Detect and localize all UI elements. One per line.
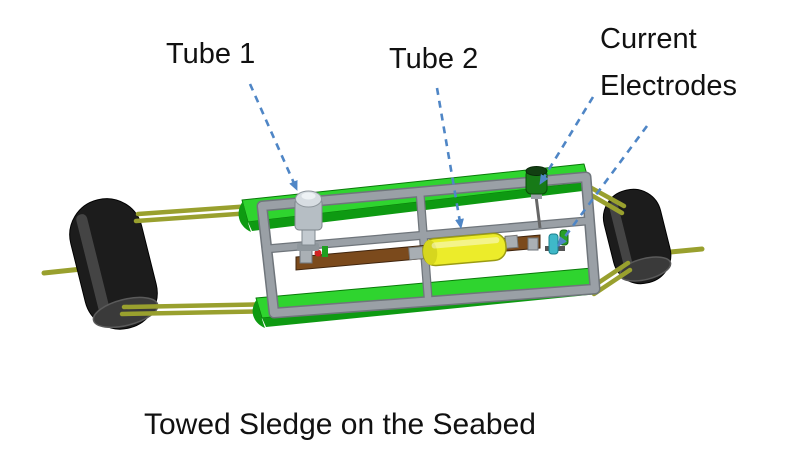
- left-axle: [41, 266, 85, 276]
- label-tube1: Tube 1: [166, 38, 256, 70]
- frame-outline: [258, 173, 599, 317]
- green-bottom-panel-left-tab: [252, 299, 265, 328]
- tube2-highlight: [431, 237, 500, 249]
- figure-caption: Towed Sledge on the Seabed: [144, 408, 536, 441]
- gray-frame: [256, 171, 601, 319]
- bar-fitting-red: [314, 249, 322, 257]
- bar-fitting-green: [322, 246, 328, 257]
- tube1-part: [294, 190, 323, 251]
- bar-fittings: [299, 237, 539, 264]
- tube2-endcap: [423, 239, 438, 265]
- annotation-arrows: [248, 83, 649, 247]
- left-roller-body: [69, 198, 158, 330]
- sledge-illustration: [41, 163, 705, 330]
- left-bottom-rail: [121, 301, 281, 310]
- electrodes-arrow-1: [538, 96, 595, 185]
- label-tube2: Tube 2: [389, 43, 479, 75]
- tube1-neck: [301, 227, 316, 246]
- bar-fitting-block: [299, 249, 313, 264]
- knob-cap: [525, 166, 548, 176]
- label-current-line2: Electrodes: [600, 70, 738, 102]
- label-current-line1: Current: [600, 23, 697, 55]
- tube2-part: [408, 232, 519, 267]
- tube1-cap-highlight: [301, 192, 316, 200]
- bar-fitting-right: [527, 237, 539, 251]
- label-current-electrodes: Current Electrodes: [600, 16, 737, 110]
- current-electrodes-part: [545, 229, 569, 255]
- right-roller-highlight: [609, 201, 636, 280]
- tube1-arrow: [248, 83, 299, 191]
- tube2-left-fitting: [408, 246, 425, 261]
- electrode-cyan: [548, 233, 559, 255]
- left-roller-highlight: [76, 214, 112, 324]
- knob-collar: [531, 192, 542, 199]
- tube2-right-fitting: [504, 234, 519, 249]
- knob-stem: [534, 195, 542, 229]
- green-top-panel-left-tab: [238, 201, 251, 232]
- tube2-arrow: [435, 87, 464, 229]
